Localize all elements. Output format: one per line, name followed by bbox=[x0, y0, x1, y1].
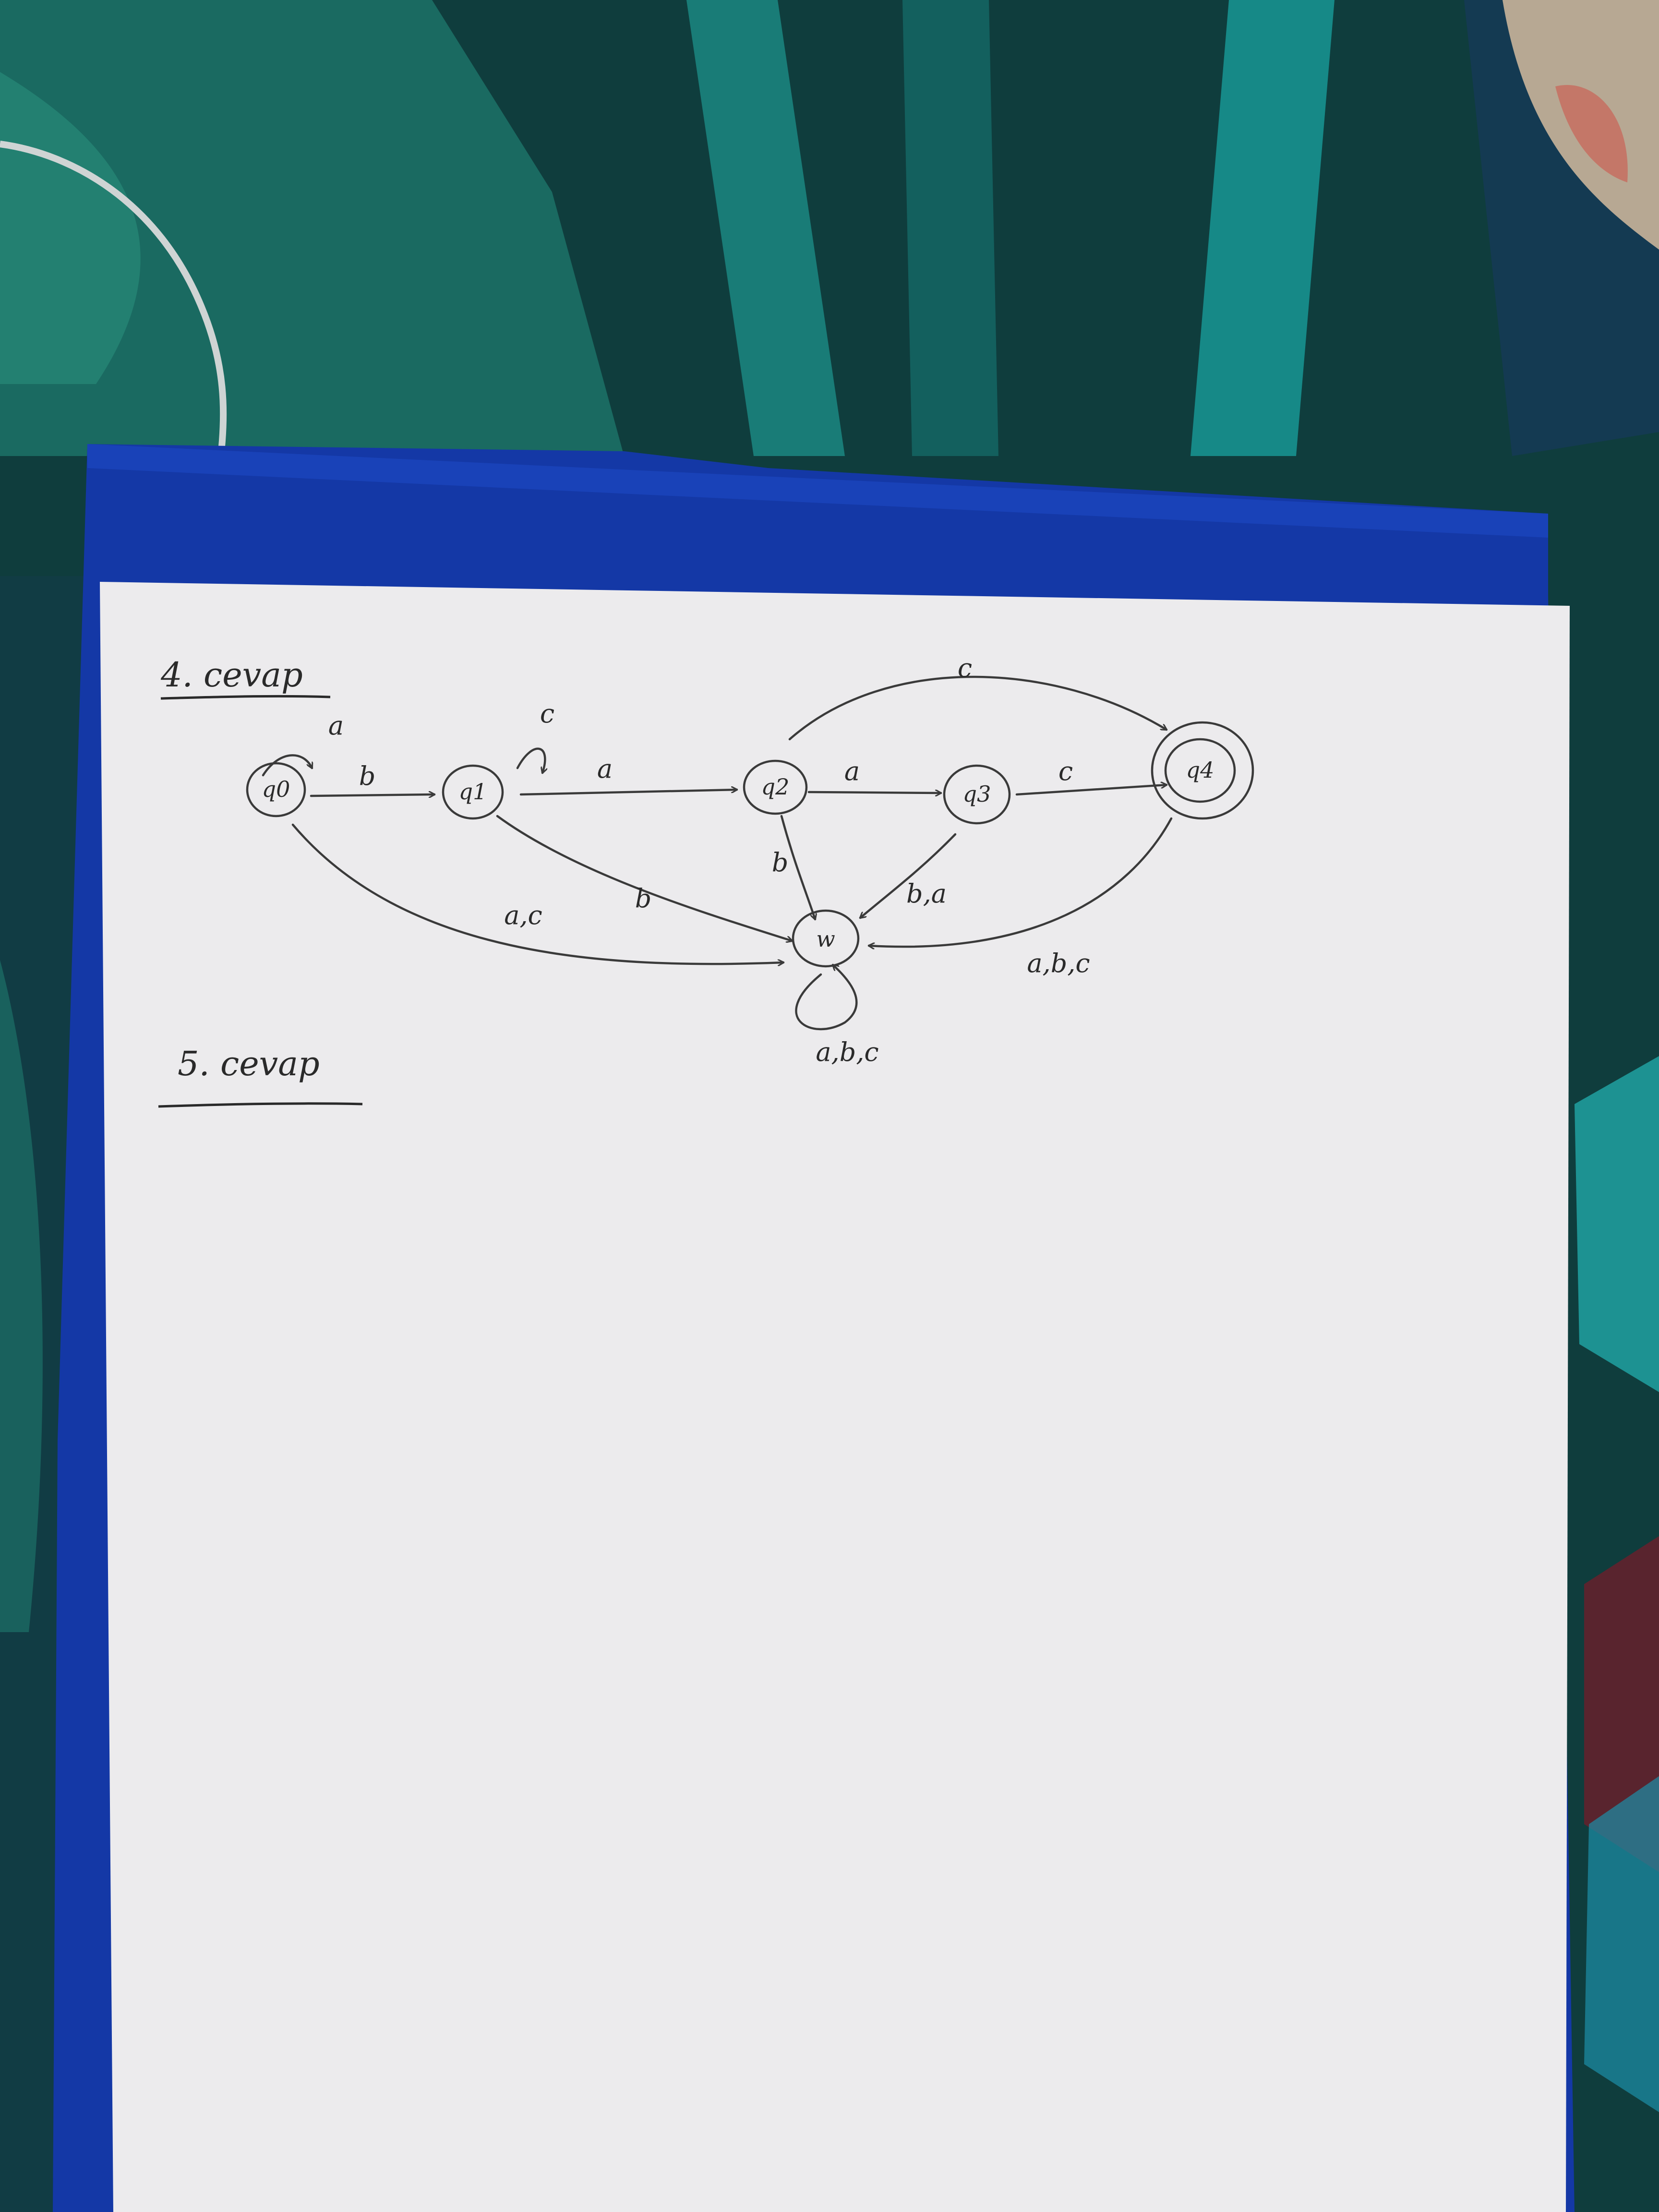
edge-label-q0-q1: b bbox=[359, 761, 376, 791]
edge-q0-q0 bbox=[262, 754, 312, 777]
answer-heading-4: 4. cevap bbox=[160, 655, 331, 700]
edge-label-q2-q4: c bbox=[958, 653, 972, 683]
edge-q0-w bbox=[291, 823, 783, 964]
edge-q3-w bbox=[860, 833, 957, 918]
edge-q1-q2 bbox=[519, 790, 738, 796]
state-label: w bbox=[816, 926, 835, 952]
edge-q3-q4 bbox=[1015, 785, 1166, 796]
state-label: q3 bbox=[963, 781, 991, 807]
edge-label-q3-w: b,a bbox=[906, 878, 947, 909]
edge-label-q4-w: a,b,c bbox=[1027, 948, 1090, 978]
state-q3: q3 bbox=[943, 764, 1011, 825]
edge-q1-q1 bbox=[516, 747, 545, 773]
edge-label-q1-q1: c bbox=[540, 698, 554, 729]
state-label: q4 bbox=[1186, 757, 1214, 783]
edge-label-q2-w: b bbox=[772, 847, 789, 878]
edge-label-q0-w: a,c bbox=[504, 900, 542, 930]
edge-q0-q1 bbox=[310, 794, 436, 796]
edge-q1-w bbox=[496, 815, 792, 941]
paper-sheet bbox=[100, 582, 1570, 2212]
state-q0: q0 bbox=[246, 762, 306, 817]
state-label: q2 bbox=[761, 774, 790, 800]
state-label: q1 bbox=[459, 779, 487, 805]
edge-q2-q4 bbox=[788, 675, 1166, 741]
state-w: w bbox=[792, 909, 860, 968]
edge-label-q1-w: b bbox=[635, 883, 652, 914]
state-q2: q2 bbox=[743, 759, 808, 815]
edge-q4-w bbox=[869, 817, 1173, 947]
state-label: q0 bbox=[262, 776, 290, 802]
edge-label-q2-q3: a bbox=[844, 756, 860, 786]
answer-heading-5: 5. cevap bbox=[158, 1044, 363, 1108]
automaton-edge-labels: a b c a a c c a,c b b b,a a,b,c a,b,c bbox=[328, 653, 1090, 1067]
edge-q2-q3 bbox=[807, 792, 942, 793]
automaton-states: q0 q1 q2 q3 q4 w bbox=[246, 721, 1254, 968]
svg-text:4. cevap: 4. cevap bbox=[160, 655, 303, 695]
edge-label-q1-q2: a bbox=[597, 754, 613, 784]
edge-q2-w bbox=[780, 815, 815, 919]
edge-label-q0-q0: a bbox=[328, 710, 344, 741]
edge-label-q3-q4: c bbox=[1058, 756, 1073, 786]
edge-w-w bbox=[795, 965, 858, 1031]
state-q1: q1 bbox=[442, 764, 504, 820]
edge-label-w-w: a,b,c bbox=[816, 1037, 878, 1067]
state-q4-accepting: q4 bbox=[1151, 721, 1254, 820]
automaton-edges bbox=[262, 675, 1173, 1031]
svg-text:5. cevap: 5. cevap bbox=[178, 1044, 320, 1083]
